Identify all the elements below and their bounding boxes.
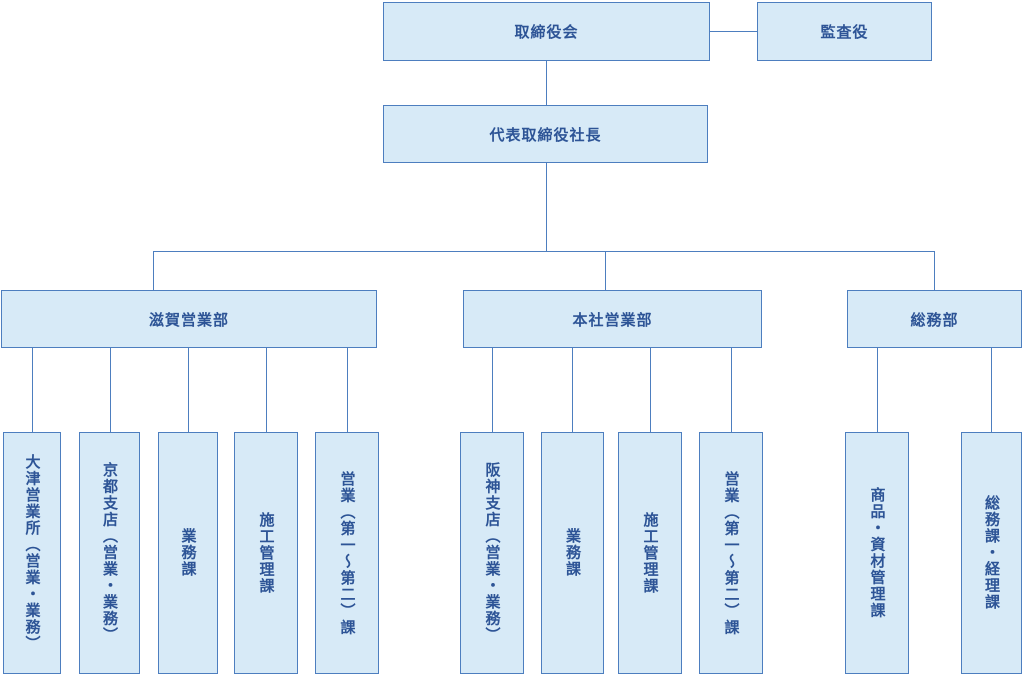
node-president: 代表取締役社長	[383, 105, 708, 163]
connector-departments-bus	[153, 251, 935, 252]
node-board-of-directors: 取締役会	[383, 2, 710, 61]
connector-drop-dept3	[934, 251, 935, 290]
connector-board-president	[546, 61, 547, 105]
node-dept-shiga-sales: 滋賀営業部	[1, 290, 377, 348]
node-kyoto-branch: 京都支店（営業・業務）	[79, 432, 140, 674]
connector-president-trunk	[546, 163, 547, 252]
node-dept-headoffice-sales: 本社営業部	[463, 290, 762, 348]
node-hanshin-branch: 阪神支店（営業・業務）	[460, 432, 524, 674]
connector-drop-child	[188, 348, 189, 432]
connector-drop-child	[572, 348, 573, 432]
node-product-materials-mgmt-section: 商品・資材管理課	[845, 432, 909, 674]
connector-drop-child	[32, 348, 33, 432]
node-otsu-sales-office: 大津営業所（営業・業務）	[3, 432, 61, 674]
node-dept-general-affairs: 総務部	[847, 290, 1022, 348]
node-ho-operations-section: 業務課	[541, 432, 604, 674]
node-auditor: 監査役	[757, 2, 932, 61]
connector-drop-child	[266, 348, 267, 432]
connector-drop-child	[877, 348, 878, 432]
connector-drop-child	[110, 348, 111, 432]
connector-drop-child	[650, 348, 651, 432]
node-general-affairs-accounting-section: 総務課・経理課	[961, 432, 1022, 674]
node-ho-construction-mgmt-section: 施工管理課	[618, 432, 682, 674]
connector-drop-child	[347, 348, 348, 432]
node-shiga-construction-mgmt-section: 施工管理課	[234, 432, 298, 674]
connector-drop-child	[492, 348, 493, 432]
connector-drop-child	[731, 348, 732, 432]
connector-drop-child	[991, 348, 992, 432]
connector-board-auditor	[710, 31, 757, 32]
connector-drop-dept2	[605, 251, 606, 290]
connector-drop-dept1	[153, 251, 154, 290]
node-shiga-sales-sections: 営業（第一～第二）課	[315, 432, 379, 674]
node-shiga-operations-section: 業務課	[158, 432, 218, 674]
node-ho-sales-sections: 営業（第一～第二）課	[699, 432, 763, 674]
